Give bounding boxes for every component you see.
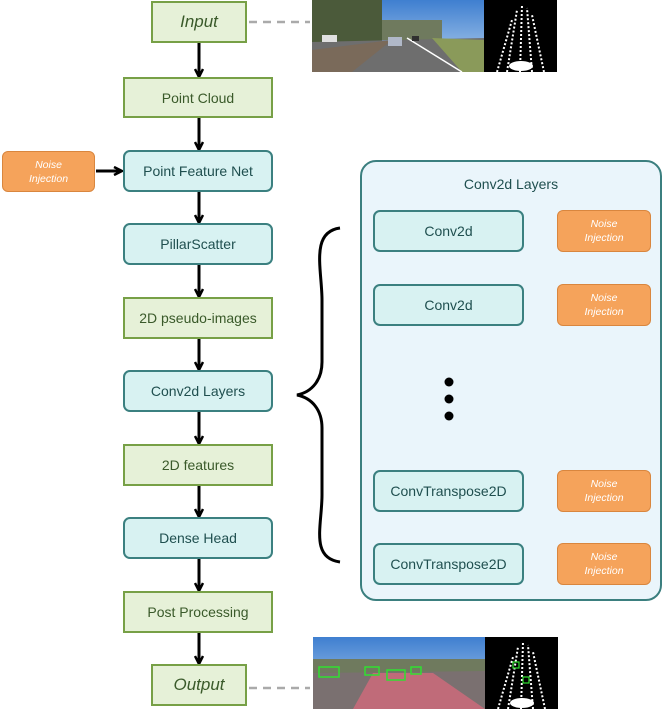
pillar-scatter-box: PillarScatter [123, 223, 273, 265]
noise-line1: Noise [590, 292, 618, 304]
noise-line1: Noise [590, 551, 618, 563]
noise-line2: Injection [28, 172, 69, 185]
noise-line1: Noise [590, 218, 618, 230]
pseudo-images-box: 2D pseudo-images [123, 297, 273, 339]
noise-injection-box: Noise Injection [557, 470, 651, 512]
dense-head-box: Dense Head [123, 517, 273, 559]
curly-brace [296, 226, 341, 564]
noise-line2: Injection [584, 232, 624, 244]
input-scene-image [312, 0, 557, 72]
panel-title: Conv2d Layers [463, 176, 559, 192]
conv2d-layers-box: Conv2d Layers [123, 370, 273, 412]
noise-line1: Noise [590, 478, 618, 490]
noise-injection-box: Noise Injection [557, 284, 651, 326]
ellipsis-dot [444, 377, 454, 387]
output-scene-image [313, 637, 558, 709]
noise-line2: Injection [584, 306, 624, 318]
post-processing-box: Post Processing [123, 591, 273, 633]
ellipsis-dot [444, 411, 454, 421]
panel-convtranspose-box-1: ConvTranspose2D [373, 470, 524, 512]
noise-injection-box: Noise Injection [557, 210, 651, 252]
point-feature-net-box: Point Feature Net [123, 150, 273, 192]
panel-convtranspose-box-2: ConvTranspose2D [373, 543, 524, 585]
point-cloud-box: Point Cloud [123, 77, 273, 118]
input-box: Input [151, 1, 247, 43]
noise-line1: Noise [35, 158, 62, 171]
output-box: Output [151, 664, 247, 706]
panel-conv2d-box-1: Conv2d [373, 210, 524, 252]
noise-injection-box: Noise Injection [2, 151, 95, 192]
features-2d-box: 2D features [123, 444, 273, 486]
noise-injection-box: Noise Injection [557, 543, 651, 585]
noise-line2: Injection [584, 492, 624, 504]
noise-line2: Injection [584, 565, 624, 577]
panel-conv2d-box-2: Conv2d [373, 284, 524, 326]
ellipsis-dot [444, 394, 454, 404]
